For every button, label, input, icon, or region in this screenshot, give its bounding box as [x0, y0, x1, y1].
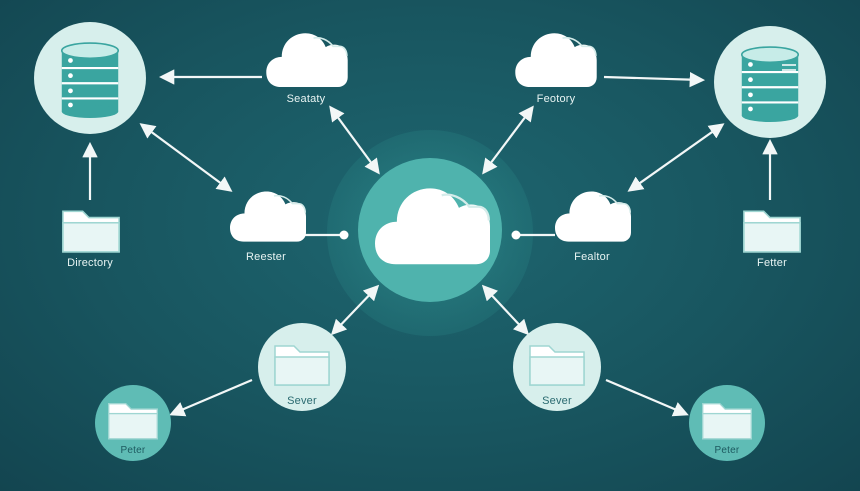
arrow-hub-rightserver — [481, 284, 530, 336]
folder-icon — [274, 345, 330, 386]
label-fealtor: Fealtor — [574, 251, 610, 263]
label-reester: Reester — [246, 251, 286, 263]
label-feotory: Feotory — [536, 93, 576, 105]
arrow-topright-db — [603, 71, 706, 88]
folder-icon — [743, 210, 801, 253]
label-peter-left: Peter — [120, 445, 146, 456]
database-left — [34, 22, 146, 134]
server-left — [258, 323, 346, 411]
database-right — [714, 26, 826, 138]
arrow-db-fealtor — [627, 123, 725, 192]
label-peter-right: Peter — [714, 445, 740, 456]
label-directory: Directory — [67, 257, 113, 269]
database-icon — [740, 46, 800, 122]
arrow-feotory-hub — [482, 105, 534, 175]
arrow-seataty-hub — [329, 105, 380, 175]
folder-icon — [702, 403, 752, 440]
arrow-server-peterright — [605, 378, 689, 417]
cloud-icon — [230, 190, 306, 243]
connector-dot-left — [339, 230, 349, 240]
connector-dot-right — [511, 230, 521, 240]
peter-right — [689, 385, 765, 461]
label-server-left: Sever — [287, 395, 317, 407]
label-fetter: Fetter — [757, 257, 787, 269]
cloud-icon — [555, 190, 631, 243]
arrow-hub-leftserver — [330, 284, 380, 336]
folder-icon — [529, 345, 585, 386]
folder-icon — [62, 210, 120, 253]
label-seataty: Seataty — [286, 93, 326, 105]
connectors — [82, 69, 778, 417]
peter-left — [95, 385, 171, 461]
database-icon — [60, 42, 120, 118]
server-right — [513, 323, 601, 411]
cloud-icon — [515, 32, 597, 87]
cloud-icon — [266, 32, 348, 87]
central-hub — [327, 130, 533, 336]
arrow-server-peterleft — [169, 378, 253, 417]
label-server-right: Sever — [542, 395, 572, 407]
arrow-db-reester — [139, 123, 233, 192]
folder-icon — [108, 403, 158, 440]
